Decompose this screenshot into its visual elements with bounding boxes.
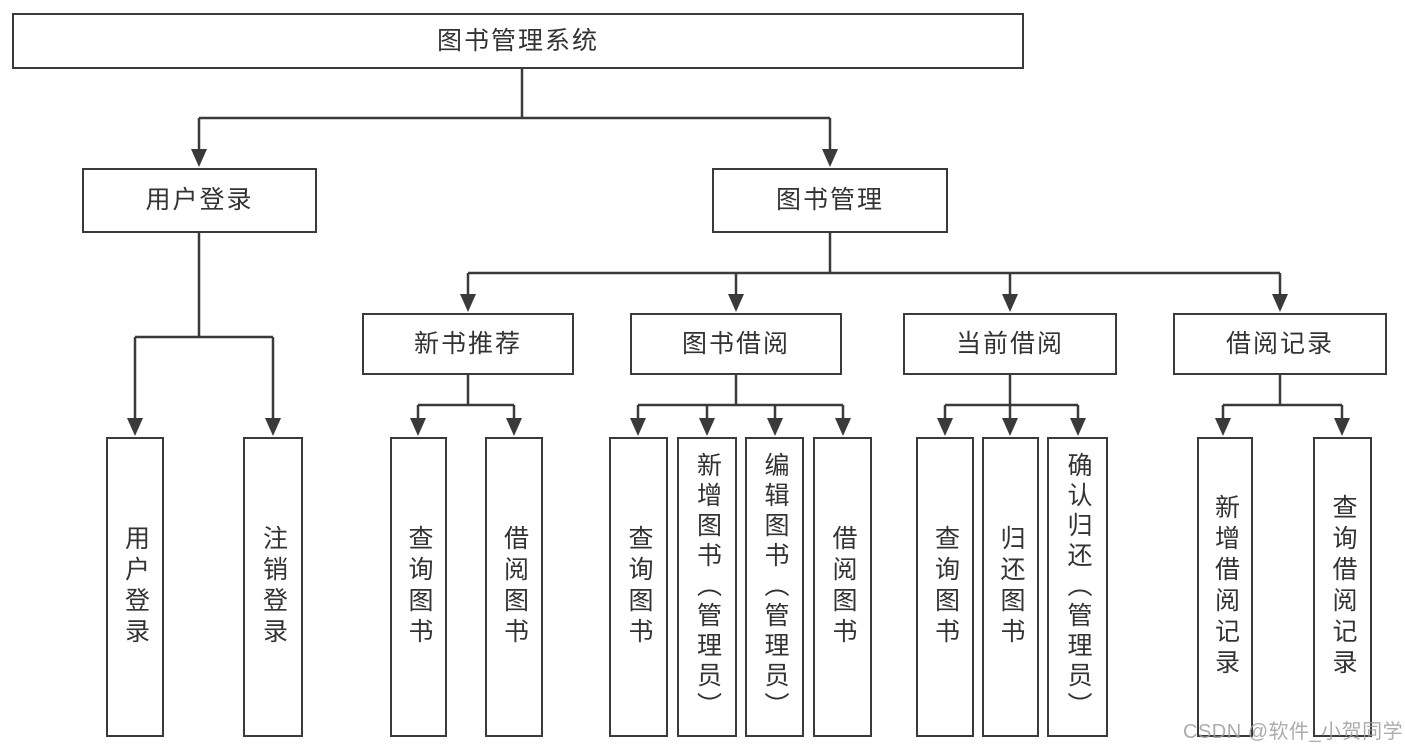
node-book-borrowing: 图书借阅 bbox=[630, 313, 842, 375]
node-current-borrowing: 当前借阅 bbox=[903, 313, 1117, 375]
leaf-recommend-query-books: 查询图书 bbox=[390, 437, 447, 737]
leaf-recommend-borrow-books: 借阅图书 bbox=[485, 437, 543, 737]
node-root-system: 图书管理系统 bbox=[12, 13, 1024, 69]
leaf-borrow-books: 借阅图书 bbox=[813, 437, 872, 737]
node-new-book-recommend: 新书推荐 bbox=[362, 313, 574, 375]
node-book-management: 图书管理 bbox=[712, 168, 948, 233]
leaf-edit-book-admin: 编辑图书（管理员） bbox=[745, 437, 804, 737]
node-user-login: 用户登录 bbox=[82, 168, 317, 233]
leaf-logout-login: 注销登录 bbox=[243, 437, 303, 737]
node-borrowing-records: 借阅记录 bbox=[1173, 313, 1387, 375]
leaf-confirm-return-admin: 确认归还（管理员） bbox=[1047, 437, 1108, 737]
leaf-return-books: 归还图书 bbox=[982, 437, 1039, 737]
leaf-borrowing-query-books: 查询图书 bbox=[609, 437, 668, 737]
leaf-user-login: 用户登录 bbox=[106, 437, 164, 737]
connector-lines bbox=[133, 69, 1344, 420]
leaf-add-borrow-record: 新增借阅记录 bbox=[1197, 437, 1253, 737]
leaf-add-book-admin: 新增图书（管理员） bbox=[677, 437, 737, 737]
csdn-watermark: CSDN @软件_小贺同学 bbox=[1183, 721, 1404, 743]
leaf-current-query-books: 查询图书 bbox=[916, 437, 974, 737]
leaf-query-borrow-record: 查询借阅记录 bbox=[1313, 437, 1372, 737]
